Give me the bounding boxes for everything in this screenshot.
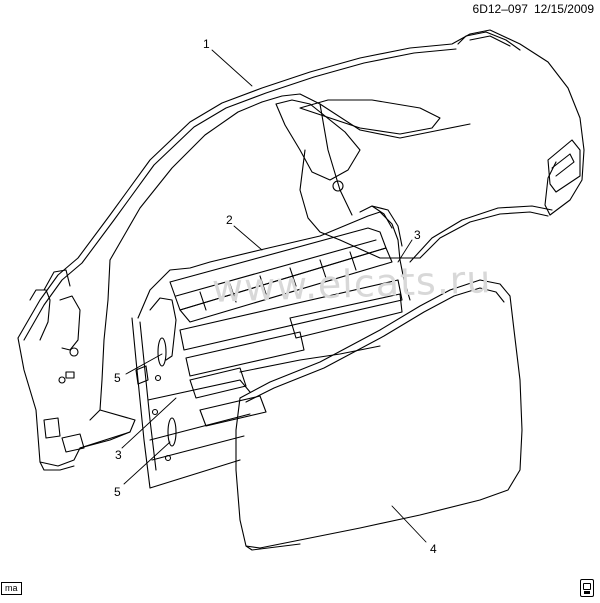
door-inner-frame	[131, 205, 411, 489]
leader-lines	[121, 49, 427, 543]
callout-5-upper: 5	[114, 371, 121, 385]
diagram-reference: 6D12–097 12/15/2009	[467, 2, 594, 16]
callout-4: 4	[430, 542, 437, 556]
callout-2: 2	[226, 213, 233, 227]
callout-3-upper: 3	[414, 228, 421, 242]
diagram-code: 6D12–097	[472, 2, 528, 16]
diagram-date: 12/15/2009	[533, 2, 594, 16]
callout-1: 1	[203, 37, 210, 51]
callout-5-lower: 5	[114, 485, 121, 499]
footer-tag: ma	[1, 582, 22, 595]
body-side-outer-panel	[17, 29, 585, 471]
door-outer-panel	[235, 279, 523, 551]
callout-3-lower: 3	[115, 448, 122, 462]
car-manual-icon	[580, 579, 594, 597]
